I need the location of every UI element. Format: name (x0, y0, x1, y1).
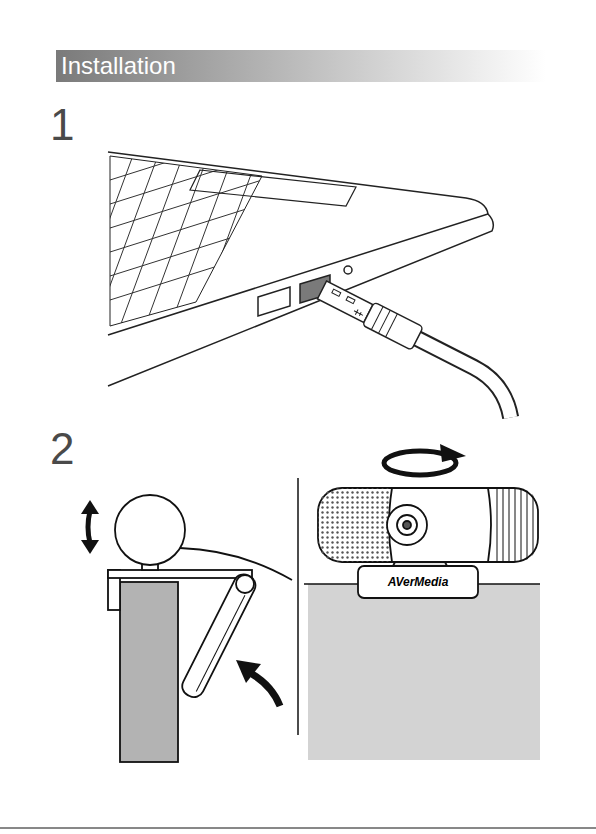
title-bar (56, 50, 546, 82)
webcam-front-view-part (397, 515, 417, 535)
tilt-arrow-part (88, 511, 90, 543)
tilt-arrow (81, 500, 99, 554)
usb-plug-part (353, 308, 365, 318)
webcam-side-view-part (108, 570, 252, 578)
webcam-front-view-part-part (509, 488, 510, 562)
webcam-front-view (318, 488, 538, 598)
usb-plug-part (346, 296, 355, 303)
laptop-part-part (110, 192, 300, 252)
usb-plug-part (403, 338, 524, 418)
laptop-part-part (110, 240, 300, 300)
webcam-front-view-part (403, 521, 411, 529)
webcam-front-view-part (318, 488, 398, 562)
usb-plug-part (332, 289, 341, 296)
rotate-arrow-part (440, 444, 466, 462)
webcam-front-view-part (497, 488, 533, 562)
usb-plug-part (317, 281, 372, 322)
usb-plug-part (386, 314, 398, 337)
laptop-part (110, 156, 262, 326)
trackpad (190, 170, 356, 206)
webcam-side-view-part-part (196, 595, 245, 691)
fold-arrow-part (252, 674, 280, 706)
usb-plug-part (362, 302, 423, 350)
usb-plug-part (371, 307, 383, 330)
webcam-front-view-part (387, 505, 427, 545)
laptop-part (108, 214, 493, 386)
usb-port (258, 287, 290, 316)
webcam-side-view-part (236, 575, 254, 593)
laptop-part-part (110, 216, 300, 276)
laptop-part-part (110, 144, 300, 204)
webcam-side-view (108, 495, 292, 762)
step-number: 1 (50, 103, 74, 147)
section-heading: Installation (61, 54, 176, 78)
laptop-part (65, 120, 300, 340)
webcam-front-view-part-part (515, 488, 516, 562)
laptop-part-part (190, 150, 260, 340)
webcam-side-view-part (115, 495, 185, 565)
webcam-side-view-part (120, 582, 178, 762)
fold-arrow-part (236, 660, 261, 683)
webcam-front-view-part (318, 488, 538, 562)
webcam-front-view-part-part (497, 488, 498, 562)
usb-plug-part (403, 338, 524, 418)
webcam-front-view-part-part (527, 488, 528, 562)
laptop-part (108, 152, 488, 335)
tilt-arrow-part (81, 540, 99, 554)
webcam-front-view-part-part (533, 488, 534, 562)
webcam-front-view-part-part (503, 488, 504, 562)
usb-plug-part (378, 310, 390, 333)
tilt-arrow-part (81, 500, 99, 514)
fold-arrow (236, 660, 280, 706)
webcam-front-view-part-part (521, 488, 522, 562)
page-bottom-rule (0, 828, 596, 829)
monitor (308, 584, 540, 760)
audio-jack (344, 266, 352, 274)
usb-plug (309, 278, 529, 417)
webcam-front-view-part (358, 566, 478, 598)
webcam-front-view-part (488, 488, 491, 562)
step-number: 2 (50, 427, 74, 471)
divider-line (297, 478, 299, 735)
rotate-arrow (384, 444, 466, 475)
brand-logo: AVerMedia (388, 576, 449, 588)
